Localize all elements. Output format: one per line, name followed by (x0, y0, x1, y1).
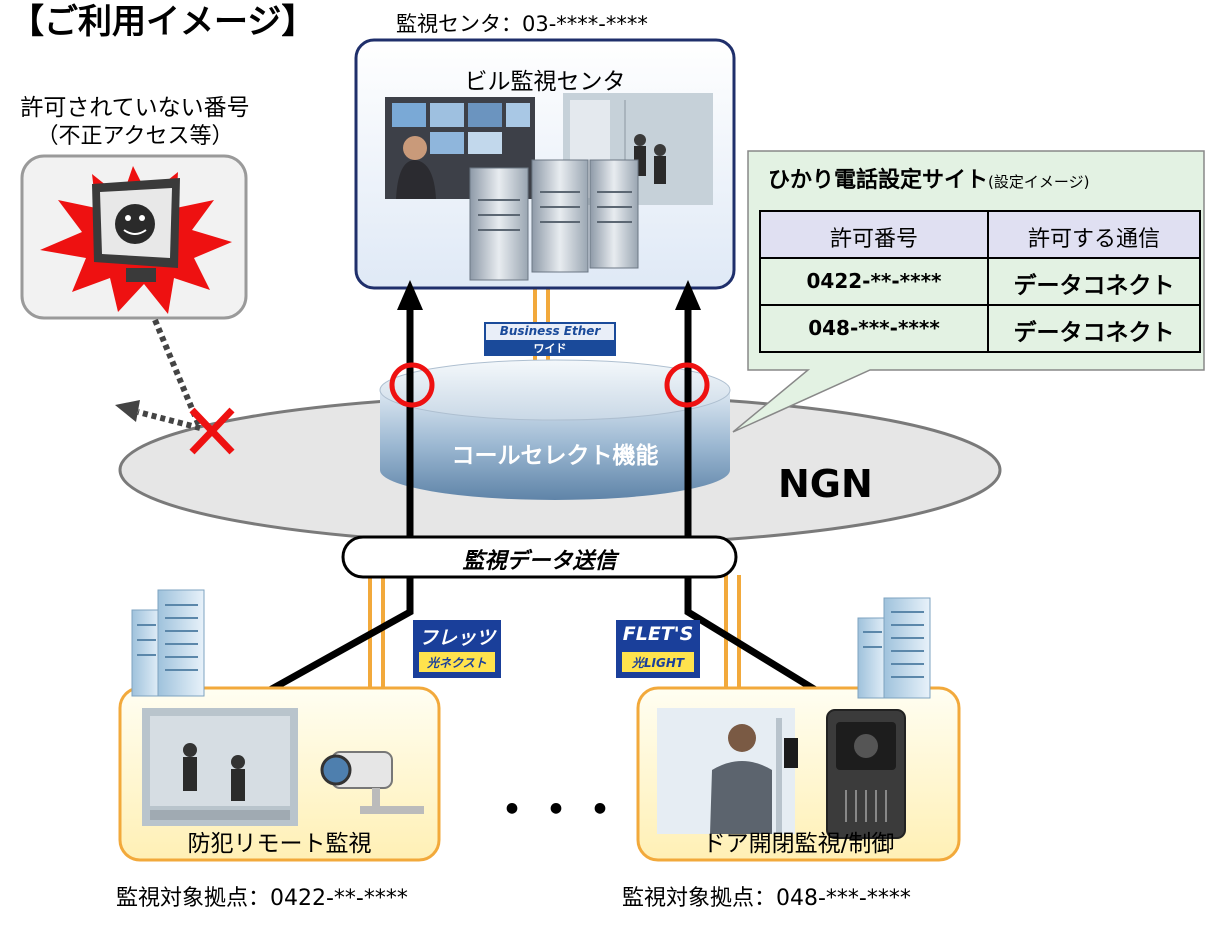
right-site-name: ドア開閉監視/制御 (702, 831, 895, 857)
flets-light-text: FLET'S (622, 623, 694, 645)
security-footage-photo (142, 708, 298, 826)
security-camera-icon (320, 751, 424, 814)
unauthorized-sublabel: （不正アクセス等） (36, 124, 234, 149)
left-site-name: 防犯リモート監視 (187, 831, 372, 857)
transmission-label: 監視データ送信 (462, 549, 617, 574)
business-ether-logo (484, 322, 616, 356)
permission-check-right (664, 362, 710, 408)
server-rack-icon (469, 159, 639, 281)
ngn-label: NGN (778, 462, 873, 506)
settings-site-title-text: ひかり電話設定サイト (768, 168, 989, 193)
business-ether-text: Business Ether (499, 324, 601, 338)
door-access-photo (657, 708, 798, 834)
table-row-number: 0422-**-**** (806, 269, 942, 293)
blocked-x-icon (189, 407, 235, 455)
center-number-label: 監視センタ：03-****-**** (396, 12, 648, 36)
blocked-arrow-line (137, 409, 201, 431)
flets-light-logo (616, 620, 700, 678)
flets-next-logo (413, 620, 501, 678)
left-site-caption: 監視対象拠点：0422-**-**** (116, 886, 408, 911)
business-ether-subtext: ワイド (533, 342, 567, 355)
center-name: ビル監視センタ (464, 69, 626, 95)
call-select-cylinder (379, 359, 731, 500)
flets-light-subtext: 光LIGHT (631, 656, 685, 670)
call-select-label: コールセレクト機能 (451, 443, 659, 469)
settings-site-subtitle: (設定イメージ) (988, 173, 1090, 191)
monitor-icon (92, 178, 180, 282)
page-title: 【ご利用イメージ】 (10, 2, 316, 42)
permission-check-left (389, 362, 435, 408)
right-site-caption: 監視対象拠点：048-***-**** (622, 886, 911, 911)
blocked-arrow-head (115, 400, 140, 422)
table-header-permitted-communication: 許可する通信 (1027, 227, 1160, 252)
blocked-path (152, 318, 203, 430)
table-row-communication: データコネクト (1013, 273, 1175, 299)
permission-table (759, 210, 1201, 353)
intercom-icon (826, 709, 906, 839)
table-row-number: 048-***-**** (808, 316, 940, 340)
settings-site-title: ひかり電話設定サイト(設定イメージ) (768, 162, 1089, 194)
arrow-head-right (675, 280, 701, 310)
ellipsis-label: ・・・ (490, 785, 622, 836)
table-row-communication: データコネクト (1013, 320, 1175, 346)
right-building-icon (857, 597, 931, 699)
flets-next-text: フレッツ (418, 627, 495, 649)
unauthorized-label: 許可されていない番号 (20, 95, 250, 121)
left-building-icon (131, 589, 205, 697)
table-header-permitted-number: 許可番号 (829, 227, 918, 252)
arrow-head-left (397, 280, 423, 310)
transmission-pill (341, 535, 738, 579)
flets-next-subtext: 光ネクスト (427, 656, 487, 670)
